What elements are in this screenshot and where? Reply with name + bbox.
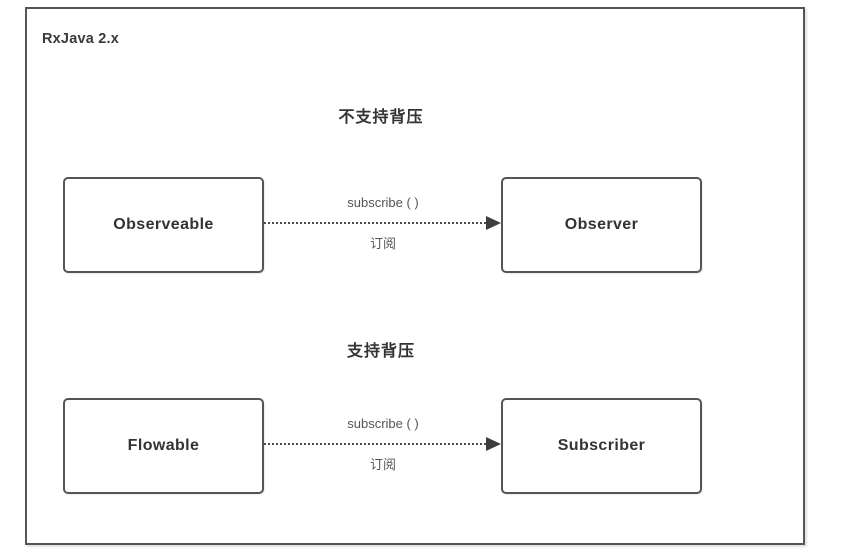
section-header-no-backpressure: 不支持背压 xyxy=(338,109,424,126)
arrowhead-icon-2 xyxy=(486,437,501,451)
node-observer[interactable]: Observer xyxy=(501,177,702,273)
edge-label-subscribe-2: subscribe ( ) xyxy=(347,416,419,431)
connector-observeable-observer: subscribe ( ) 订阅 xyxy=(264,195,502,255)
dotted-line-1 xyxy=(264,222,486,224)
node-flowable[interactable]: Flowable xyxy=(63,398,264,494)
edge-label-subscribe-1: subscribe ( ) xyxy=(347,195,419,210)
dotted-line-2 xyxy=(264,443,486,445)
arrowhead-icon-1 xyxy=(486,216,501,230)
edge-label-subscribe-cn-2: 订阅 xyxy=(369,457,396,472)
node-subscriber[interactable]: Subscriber xyxy=(501,398,702,494)
edge-label-subscribe-cn-1: 订阅 xyxy=(369,236,396,251)
node-observeable[interactable]: Observeable xyxy=(63,177,264,273)
section-header-backpressure: 支持背压 xyxy=(346,343,415,360)
connector-flowable-subscriber: subscribe ( ) 订阅 xyxy=(264,416,502,476)
frame-title: RxJava 2.x xyxy=(42,31,119,47)
